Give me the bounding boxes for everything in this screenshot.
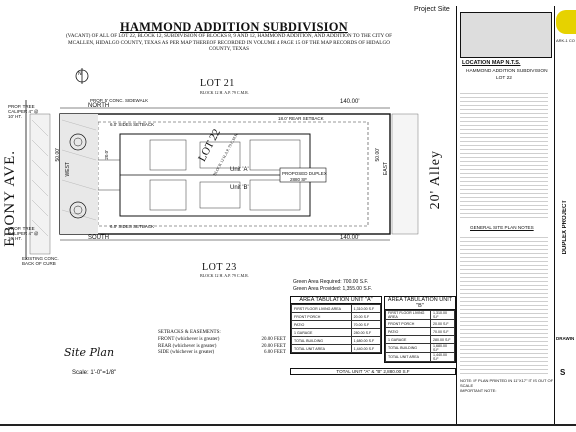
north-arrow-icon (75, 68, 89, 84)
dim-bottom: 140.00' (340, 235, 360, 241)
drawing-label: DRAWIN (556, 336, 575, 341)
note-warning: NOTE: IF PLAN PRINTED IN 11"X17" IT IS O… (460, 378, 554, 389)
unit-b-label: Unit 'B' (230, 185, 249, 191)
south-label: SOUTH (88, 235, 109, 241)
lot-21-label: LOT 21 (200, 78, 235, 89)
sidewalk-label: PROP. 5' CONC. SIDEWALK (90, 98, 149, 103)
area-total: TOTAL UNIT "A" & "B" 2,880.00 S.F (290, 368, 456, 376)
alley-strip (391, 113, 419, 235)
bottom-border (0, 424, 576, 426)
right-notes-panel (456, 6, 553, 426)
dim-west: 50.00' (55, 148, 61, 162)
lot-23-label: LOT 23 (202, 262, 237, 273)
lot-21-sub: BLOCK 12 H. A.P. 79 C.M.R. (200, 90, 249, 95)
setback-row: SIDE (whichever is greater)6.00 FEET (158, 350, 286, 356)
project-site-label: Project Site (414, 6, 450, 13)
important-note: IMPORTANT NOTE: (460, 388, 497, 393)
right-sub-lot: LOT 22 (496, 76, 512, 81)
subdivision-title: HAMMOND ADDITION SUBDIVISION (120, 20, 348, 34)
duplex-label: PROPOSED DUPLEX (282, 171, 327, 176)
sheet-label: S (560, 368, 566, 377)
north-label: NORTH (88, 103, 110, 109)
setbacks-block: SETBACKS & EASEMENTS: FRONT (whichever i… (158, 330, 286, 357)
general-notes-text (460, 90, 548, 218)
area-table-unit-a: AREA TABULATION UNIT "A" FIRST FLOOR LIV… (290, 296, 382, 354)
duplex-footprint (119, 133, 327, 217)
lot-23-sub: BLOCK 12 H. A.P. 79 C.M.R. (200, 273, 249, 278)
setbacks-heading: SETBACKS & EASEMENTS: (158, 330, 221, 335)
tree-label-top: PROP. TREE CALIPER 4" @ 10' HT. (8, 104, 39, 120)
site-plan-caption: Site Plan (64, 346, 115, 359)
green-area-provided: Green Area Provided: 1,355.00 S.F. (293, 286, 372, 292)
dim-top: 140.00' (340, 99, 360, 105)
dim-east: 50.00' (375, 148, 381, 162)
alley-name: 20' Alley (428, 150, 443, 210)
title-strip (554, 6, 576, 426)
curb-label: EXISTING CONC. BACK OF CURB (22, 256, 59, 267)
side-setback-top: 6.0' SIDES SETBACK (110, 122, 155, 127)
notes-heading: GENERAL SITE PLAN NOTES (470, 225, 534, 230)
front-setback-label: 20.0' (104, 150, 109, 160)
rear-setback-label: 18.0' REAR SETBACK (278, 116, 324, 121)
west-label: WEST (65, 162, 71, 177)
unit-a-label: Unit 'A' (230, 167, 249, 173)
east-label: EAST (383, 162, 389, 176)
north-mark: N (78, 71, 82, 77)
firm-name: ARK-1 CO (556, 38, 575, 43)
setback-row: REAR (whichever is greater)20.00 FEET (158, 343, 286, 349)
duplex-area: 2880 SF (290, 177, 308, 182)
right-sub-title: HAMMOND ADDITION SUBDIVISION (466, 69, 548, 74)
site-notes-text (460, 234, 548, 374)
legal-description: (VACANT) OF ALL OF LOT 22, BLOCK 12, SUB… (65, 33, 393, 53)
scale-label: Scale: 1'-0"=1/8" (72, 370, 117, 376)
side-setback-bottom: 6.0' SIDES SETBACK (110, 224, 155, 229)
tree-icon (69, 133, 87, 151)
sidewalk-strip (29, 113, 51, 255)
tree-label-bottom: PROP. TREE CALIPER 4" @ 10' HT. (8, 226, 39, 242)
location-map-label: LOCATION MAP N.T.S. (462, 60, 521, 66)
setback-row: FRONT (whichever is greater)20.00 FEET (158, 336, 286, 342)
duplex-project-label: DUPLEX PROJECT (562, 200, 568, 255)
site-plan-drawing (25, 68, 419, 260)
green-area-required: Green Area Required: 700.00 S.F. (293, 279, 369, 285)
location-map (460, 12, 552, 58)
area-table-a-title: AREA TABULATION UNIT "A" (291, 297, 381, 304)
area-table-unit-b: AREA TABULATION UNIT "B" FIRST FLOOR LIV… (384, 296, 456, 363)
logo-badge (556, 10, 576, 34)
area-table-b-title: AREA TABULATION UNIT "B" (385, 297, 455, 310)
tree-icon (69, 201, 87, 219)
